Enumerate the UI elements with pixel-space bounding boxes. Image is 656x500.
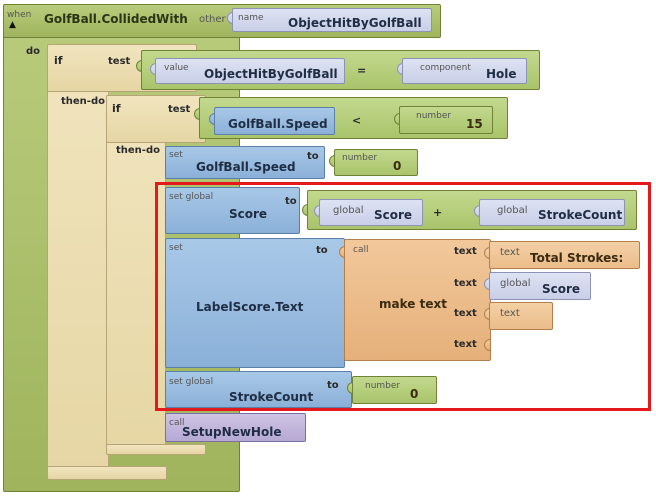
inner-if-header[interactable] bbox=[106, 95, 206, 143]
set-label-text-block[interactable] bbox=[165, 238, 345, 368]
text-item-total-strokes[interactable] bbox=[489, 241, 640, 269]
component-label: component bbox=[420, 63, 471, 73]
global-score-block[interactable] bbox=[319, 199, 423, 226]
set-speed-block[interactable] bbox=[165, 146, 325, 179]
text-slot-3-label: text bbox=[454, 308, 477, 319]
call-setup-name: SetupNewHole bbox=[182, 425, 282, 439]
set-speed-to-label: to bbox=[307, 151, 319, 162]
do-label: do bbox=[26, 46, 41, 57]
plus-operator[interactable]: + bbox=[433, 206, 443, 219]
text-item-2-label: global bbox=[500, 278, 531, 289]
equals-operator[interactable]: = bbox=[357, 64, 367, 77]
strokecount-number-value: 0 bbox=[410, 387, 419, 401]
set-score-to-label: to bbox=[285, 196, 297, 207]
global-score-label: global bbox=[333, 205, 364, 216]
outer-if-label: if bbox=[54, 54, 63, 67]
number0-value: 0 bbox=[393, 159, 402, 173]
number15-label: number bbox=[416, 111, 452, 121]
set-speed-set-label: set bbox=[169, 150, 183, 160]
set-label-to-label: to bbox=[316, 245, 328, 256]
number-0-block[interactable] bbox=[334, 149, 418, 176]
component-block[interactable] bbox=[402, 58, 527, 84]
text-slot-2-label: text bbox=[454, 278, 477, 289]
value-name: ObjectHitByGolfBall bbox=[204, 67, 338, 81]
param-name-value: ObjectHitByGolfBall bbox=[288, 16, 422, 30]
inner-if-label: if bbox=[112, 102, 121, 115]
number-0-strokecount-block[interactable] bbox=[352, 376, 437, 404]
text-item-4-socket[interactable] bbox=[484, 339, 491, 351]
set-strokecount-target: StrokeCount bbox=[229, 390, 314, 404]
global-strokecount-label: global bbox=[497, 205, 528, 216]
strokecount-number-label: number bbox=[365, 381, 401, 391]
number15-value: 15 bbox=[466, 117, 483, 131]
set-score-target: Score bbox=[229, 207, 268, 221]
text-item-empty[interactable] bbox=[489, 302, 553, 330]
speed-getter-name: GolfBall.Speed bbox=[228, 117, 328, 131]
inner-if-footer bbox=[106, 444, 206, 455]
text-item-3-label: text bbox=[500, 308, 520, 319]
speed-getter-block[interactable] bbox=[214, 107, 335, 135]
outer-if-footer bbox=[47, 466, 167, 480]
number0-label: number bbox=[342, 153, 378, 163]
set-label-set-label: set bbox=[169, 243, 183, 253]
set-score-block[interactable] bbox=[165, 187, 300, 234]
set-score-set-label: set global bbox=[169, 192, 214, 202]
inner-then-do-label: then-do bbox=[116, 145, 160, 156]
global-strokecount-name: StrokeCount bbox=[538, 208, 623, 222]
value-block[interactable] bbox=[155, 58, 345, 84]
less-than-operator[interactable]: < bbox=[352, 114, 362, 127]
event-name: GolfBall.CollidedWith bbox=[44, 12, 188, 26]
set-strokecount-set-label: set global bbox=[169, 377, 214, 387]
global-score-name: Score bbox=[374, 208, 413, 222]
collapse-icon[interactable]: ▲ bbox=[9, 20, 16, 30]
text-item-2-value: Score bbox=[542, 282, 581, 296]
text-slot-1-label: text bbox=[454, 246, 477, 257]
make-text-name: make text bbox=[379, 297, 447, 311]
param-name-block[interactable] bbox=[232, 8, 432, 32]
text-item-1-label: text bbox=[500, 247, 520, 258]
global-strokecount-block[interactable] bbox=[479, 199, 625, 226]
param-name-label: name bbox=[238, 13, 264, 23]
call-setup-label: call bbox=[169, 418, 185, 428]
text-item-global-score[interactable] bbox=[489, 272, 591, 300]
make-text-call-block[interactable] bbox=[344, 239, 491, 361]
outer-then-do-label: then-do bbox=[61, 96, 105, 107]
call-setup-new-hole-block[interactable] bbox=[165, 413, 306, 442]
value-label: value bbox=[164, 63, 189, 73]
when-label: when bbox=[7, 10, 32, 20]
set-speed-target: GolfBall.Speed bbox=[196, 160, 296, 174]
component-name: Hole bbox=[486, 67, 517, 81]
number-15-block[interactable] bbox=[399, 106, 493, 134]
make-text-call-label: call bbox=[353, 245, 369, 255]
inner-test-label: test bbox=[168, 104, 191, 115]
text-item-1-value: Total Strokes: bbox=[530, 251, 624, 265]
text-slot-4-label: text bbox=[454, 339, 477, 350]
outer-test-label: test bbox=[108, 56, 131, 67]
set-label-target: LabelScore.Text bbox=[196, 300, 304, 314]
outer-if-block[interactable] bbox=[47, 44, 109, 480]
set-strokecount-to-label: to bbox=[327, 380, 339, 391]
other-label: other bbox=[199, 14, 226, 25]
